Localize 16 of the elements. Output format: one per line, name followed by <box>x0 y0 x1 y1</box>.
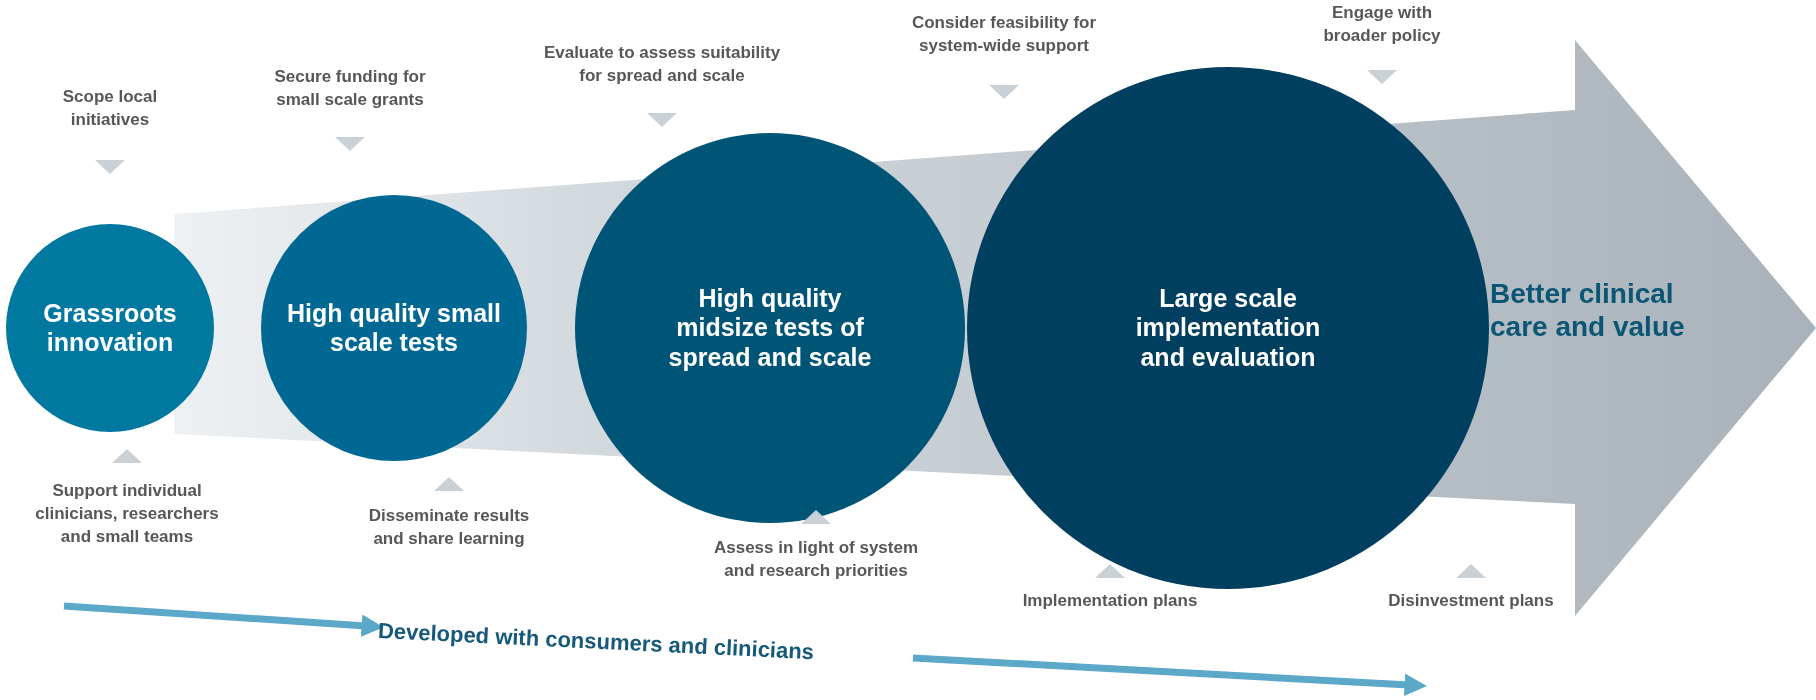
stage-heading: High quality midsize tests of spread and scale <box>667 283 873 373</box>
stage-heading: Grassroots innovation <box>42 298 178 358</box>
annotation-text: Scope local initiatives <box>61 86 159 131</box>
annotation-text: Secure funding for small scale grants <box>273 66 427 111</box>
stage-heading: High quality small scale tests <box>286 298 502 358</box>
annotation-text: Disinvestment plans <box>1387 590 1555 612</box>
annotation-text: Consider feasibility for system-wide support <box>910 12 1098 57</box>
annotation-text: Implementation plans <box>1021 590 1199 612</box>
stage-heading: Large scale implementation and evaluation <box>1134 283 1322 373</box>
annotation-text: Assess in light of system and research priorities <box>712 537 920 582</box>
annotation-text: Engage with broader policy <box>1322 2 1442 47</box>
annotation-text: Disseminate results and share learning <box>367 505 531 550</box>
flow-caption: Developed with consumers and clinicians <box>377 618 815 666</box>
outcome-heading: Better clinical care and value <box>1490 277 1686 344</box>
annotation-text: Support individual clinicians, researchers and small teams <box>34 480 220 548</box>
annotation-text: Evaluate to assess suitability for spread and scale <box>542 42 782 87</box>
